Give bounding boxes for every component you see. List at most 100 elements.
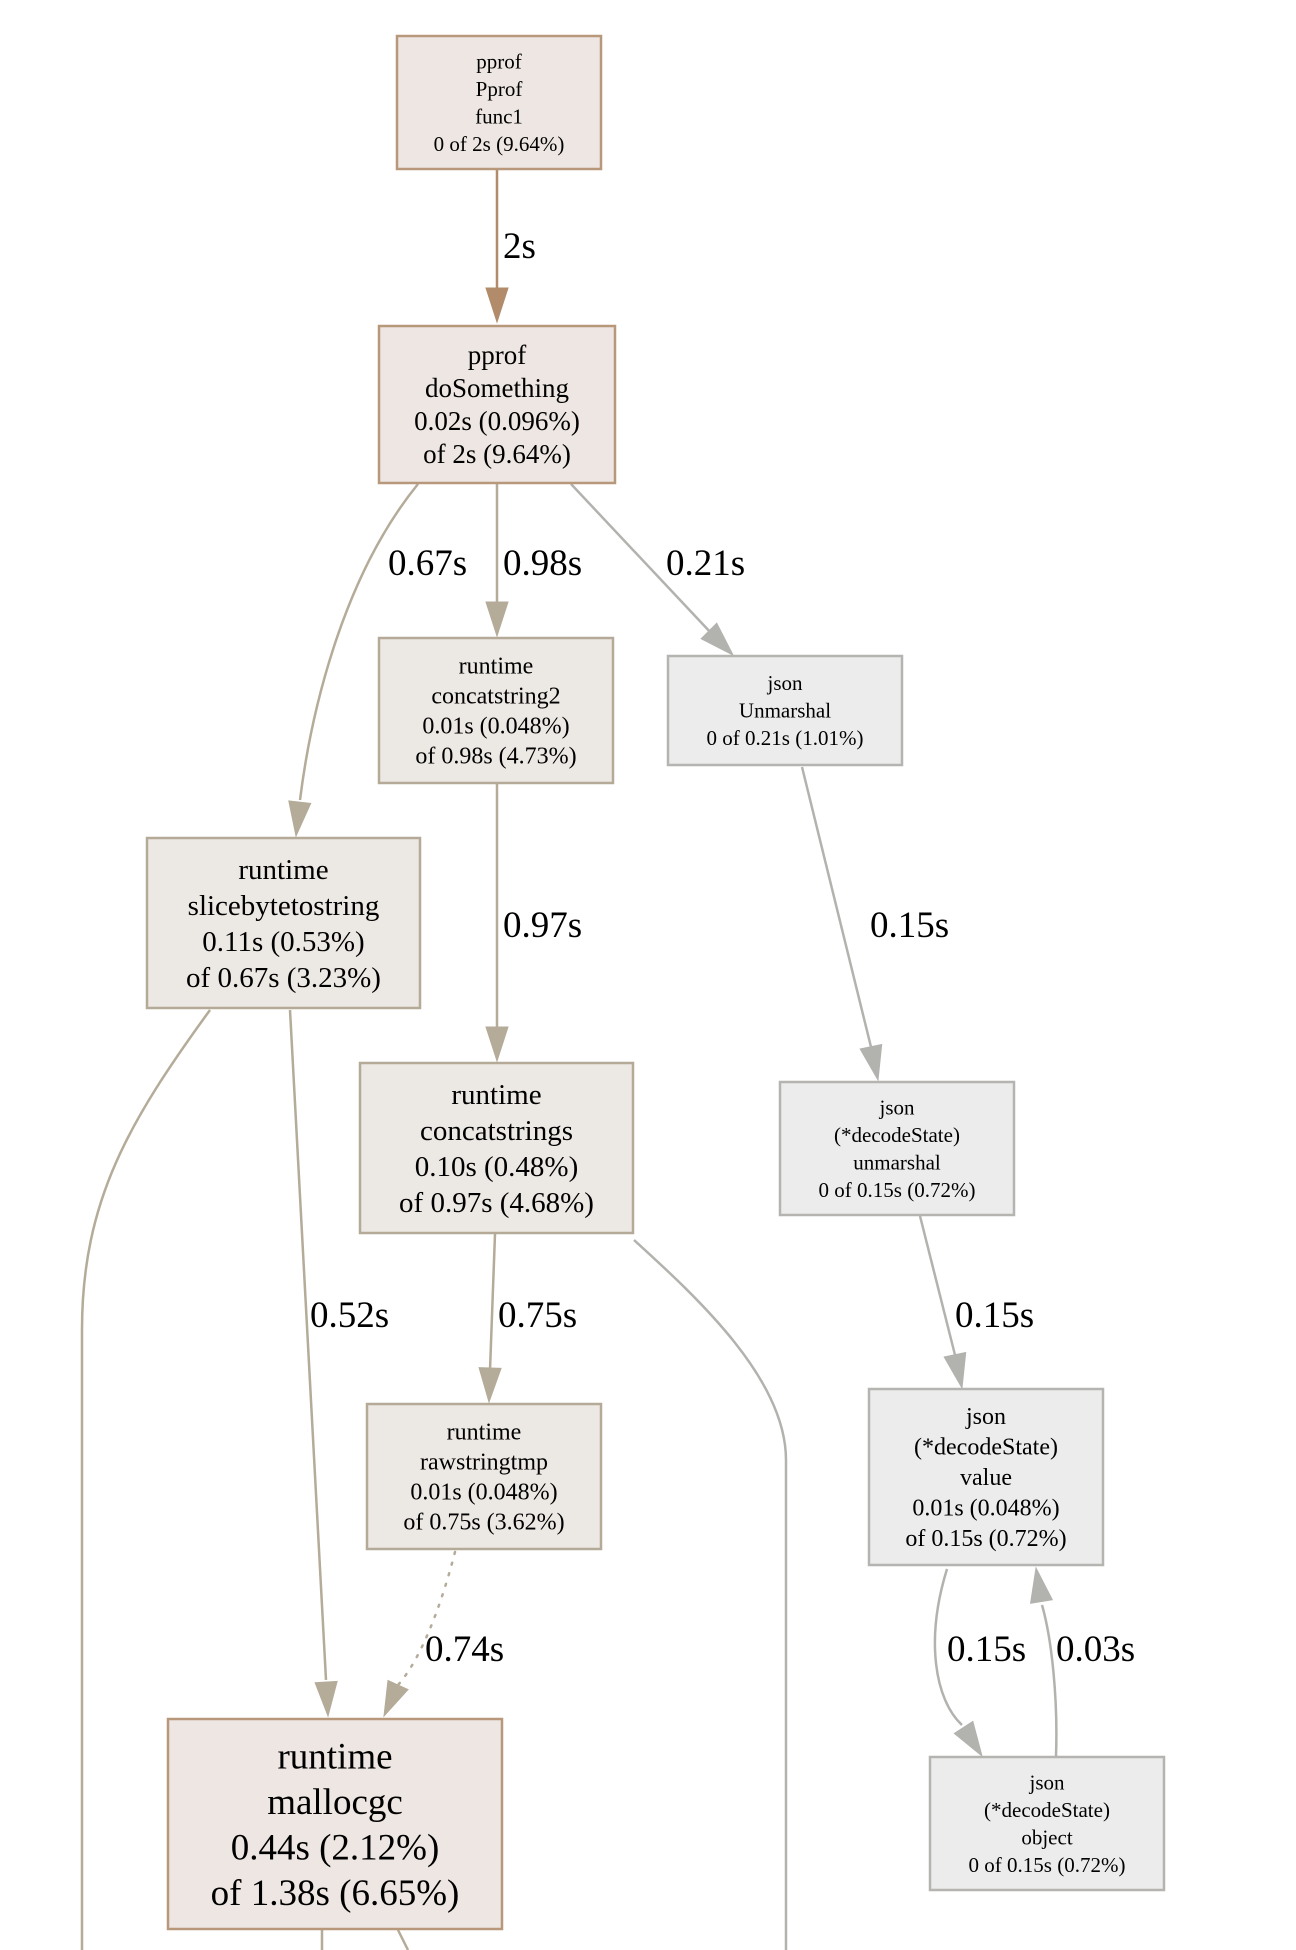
node-label-line: 0.11s (0.53%) [202,926,364,958]
node-label-line: 0.01s (0.048%) [410,1480,557,1506]
arrowhead [383,1679,409,1718]
arrowhead [314,1680,338,1718]
edge-line [633,1239,788,1950]
node-box [395,34,603,171]
edge-mallocgc-to-offscreen-below [320,1929,410,1950]
node-label-line: 0 of 0.15s (0.72%) [969,1853,1126,1877]
edge-label: 0.52s [310,1295,389,1336]
node-label-line: 0 of 0.15s (0.72%) [819,1178,976,1202]
arrowhead [485,287,509,324]
node-label-line: 0.44s (2.12%) [231,1827,440,1868]
node-label-line: 0 of 2s (9.64%) [434,132,565,156]
node-box [377,636,615,785]
node-label-line: of 0.15s (0.72%) [905,1526,1066,1552]
edge-decodeValue-to-decodeObject: 0.15s [933,1568,1026,1758]
node-box [145,836,422,1010]
node-box [778,1080,1016,1217]
arrowhead [943,1351,967,1390]
arrowhead [485,1026,509,1063]
edge-label: 0.15s [955,1295,1034,1336]
edge-line [933,1568,963,1726]
node-label-line: 0.10s (0.48%) [415,1151,579,1183]
node-slicebytetostring[interactable]: runtime slicebytetostring 0.11s (0.53%) of … [145,836,422,1010]
arrowhead [953,1720,983,1758]
edge-decodeObject-to-decodeValue: 0.03s [1029,1566,1135,1757]
edge-label: 0.21s [666,543,745,584]
edge-line [570,483,713,635]
node-label-line: runtime [451,1079,541,1111]
node-label-line: json [965,1404,1006,1430]
node-box [166,1717,504,1931]
node-label-line: doSomething [425,373,569,403]
edge-line [80,1009,212,1950]
node-box [928,1755,1166,1892]
edge-line [396,1550,457,1687]
node-label-line: runtime [447,1420,522,1446]
node-label-line: 0.01s (0.048%) [422,714,569,740]
node-label-line: of 0.67s (3.23%) [186,962,381,994]
arrowhead [700,622,735,657]
node-label-line: 0.01s (0.048%) [912,1496,1059,1522]
node-label-line: (*decodeState) [914,1435,1058,1461]
edge-label: 0.15s [870,905,949,946]
node-box [365,1402,603,1551]
edge-unmarshal-to-decodeUnmarshal: 0.15s [800,766,949,1082]
node-label-line: Pprof [476,77,523,101]
node-label-line: json [1028,1770,1065,1794]
arrowhead [485,601,509,638]
arrowhead [1029,1566,1054,1604]
node-label-line: pprof [476,49,522,73]
node-label-line: slicebytetostring [188,890,380,922]
node-label-line: 0.02s (0.096%) [414,406,580,436]
node-label-line: json [766,671,803,695]
node-box [867,1387,1105,1567]
node-label-line: func1 [475,104,523,128]
edge-label: 0.03s [1056,1629,1135,1670]
edge-line [800,766,873,1048]
edge-label: 0.15s [947,1629,1026,1670]
edge-line [488,1233,497,1371]
edge-line [298,483,419,801]
node-box [377,324,617,485]
node-label-line: of 1.38s (6.65%) [211,1873,460,1914]
arrowhead [478,1367,502,1404]
edge-label: 0.98s [503,543,582,584]
node-label-line: 0 of 0.21s (1.01%) [707,726,864,750]
node-label-line: pprof [468,340,526,370]
edge-line [1040,1604,1058,1757]
node-label-line: (*decodeState) [984,1798,1110,1822]
edge-line [918,1215,957,1356]
edge-line [320,1929,410,1950]
edge-concatstrings-to-offscreen-right [633,1239,788,1950]
node-label-line: of 0.97s (4.68%) [399,1187,594,1219]
node-label-line: concatstring2 [431,684,560,710]
node-label-line: runtime [459,654,534,680]
node-label-line: object [1021,1825,1072,1849]
node-label-line: (*decodeState) [834,1123,960,1147]
edge-slicebytetostring-to-offscreen-left [80,1009,212,1950]
node-label-line: runtime [277,1736,392,1777]
node-box [666,654,904,767]
edge-label: 0.75s [498,1295,577,1336]
edge-label: 0.74s [425,1629,504,1670]
edge-line [288,1009,328,1681]
edge-doSomething-to-concatstring2: 0.98s [485,484,582,638]
node-label-line: runtime [238,854,328,886]
node-label-line: Unmarshal [739,699,831,723]
node-label-line: unmarshal [853,1150,941,1174]
node-box [358,1061,635,1235]
edge-label: 2s [503,226,536,267]
node-decodeObject[interactable]: json (*decodeState) object 0 of 0.15s (0.72… [928,1755,1166,1892]
edge-concatstring2-to-concatstrings: 0.97s [485,784,582,1063]
arrowhead [859,1043,883,1082]
edge-rawstringtmp-to-mallocgc: 0.74s [383,1550,504,1718]
